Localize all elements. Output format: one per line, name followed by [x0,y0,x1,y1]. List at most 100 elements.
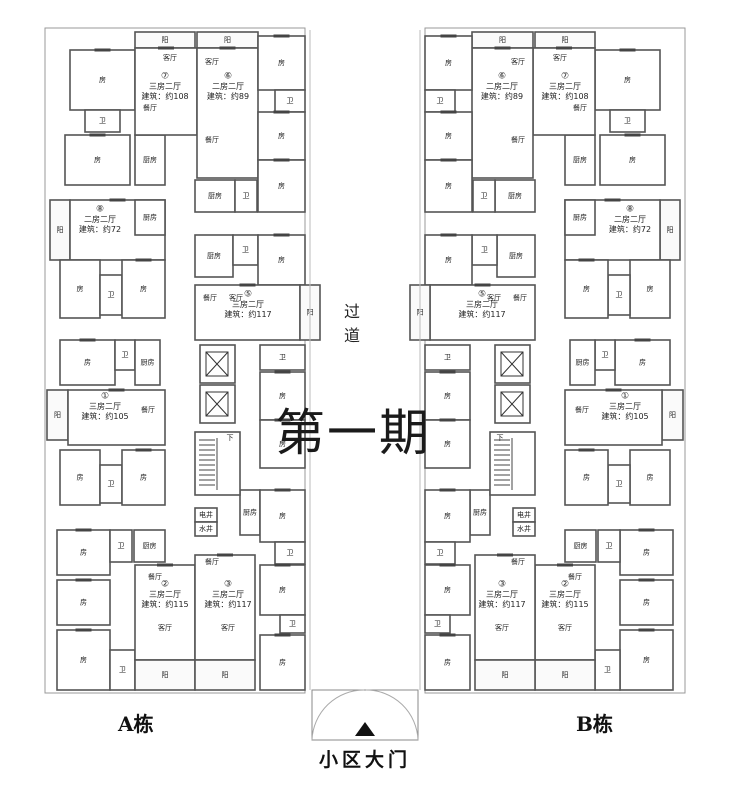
window [274,488,291,492]
kitchen-label: 厨房 [243,508,257,517]
kitchen-label: 厨房 [576,358,590,367]
window [274,633,291,637]
room-label: 房 [444,439,451,448]
room-room [56,629,111,691]
living-label: 客厅 [229,293,243,302]
window [440,233,457,237]
balcony-label: 阳 [162,35,169,44]
room-room [121,259,166,319]
bath-room [109,529,133,563]
kitchen-room [564,134,596,186]
unit-type: 二房二厅 [84,214,116,224]
balcony-label: 阳 [667,225,674,234]
window [274,418,291,422]
unit-area: 建筑：约117 [224,309,271,319]
room-room [64,134,131,186]
room-label: 房 [77,473,84,482]
living-room [194,554,256,661]
window [108,388,125,392]
room-room [629,259,671,319]
room-label: 房 [279,439,286,448]
dining-label: 餐厅 [575,405,589,414]
room-label: 房 [444,658,451,667]
bath-label: 卫 [616,480,623,488]
elevator-car-icon [205,391,229,417]
room-label: 房 [643,598,650,607]
window [494,46,511,50]
window [274,563,291,567]
room-room [564,449,609,506]
living-label: 客厅 [511,57,525,66]
bath-label: 卫 [481,192,488,200]
water-shaft-label: 水井 [199,524,213,533]
dining-label: 餐厅 [143,103,157,112]
unit-area: 建筑：约117 [204,599,251,609]
balcony-label: 阳 [502,670,509,679]
balcony-label: 阳 [562,35,569,44]
bath-label: 卫 [437,549,444,557]
room-room [424,489,471,543]
living-room [532,47,596,136]
room-room [59,449,101,506]
kitchen-label: 厨房 [143,541,157,550]
room-room [59,339,116,386]
window [605,388,622,392]
bath-label: 卫 [242,246,249,254]
room-room [424,564,471,616]
room-label: 房 [279,511,286,520]
phase-title: 第一期 [275,404,431,462]
window [497,553,513,557]
window [638,628,655,632]
unit-number: ① [621,392,629,402]
room-label: 房 [77,284,84,293]
bath-room [259,344,306,371]
kitchen-label: 厨房 [574,541,588,550]
window [157,563,173,567]
balcony-label: 阳 [162,670,169,679]
kitchen-room [564,199,596,236]
window [135,258,152,262]
window [624,133,641,137]
unit-type: 三房二厅 [149,81,181,91]
unit-area: 建筑：约108 [541,91,588,101]
room-room [424,634,471,691]
room-label: 房 [278,181,285,190]
unit-number: ② [561,580,569,590]
elevator-car-icon [500,391,524,417]
unit-room [194,284,301,341]
building-b-label: B栋 [576,712,613,736]
dining-label: 餐厅 [205,135,219,144]
bath-room [424,614,451,634]
bath-room [279,614,306,634]
bath-label: 卫 [444,354,451,362]
window [556,46,572,50]
window [634,338,651,342]
unit-number: ⑤ [478,290,486,300]
window [217,553,233,557]
room-label: 房 [80,598,87,607]
bath-room [609,109,646,133]
window [474,283,491,287]
room-room [259,489,306,543]
unit-area: 建筑：约115 [141,599,188,609]
unit-type: 三房二厅 [549,81,581,91]
window [638,528,655,532]
kitchen-label: 厨房 [473,508,487,517]
room-room [619,529,674,576]
kitchen-label: 厨房 [508,191,522,200]
unit-number: ⑧ [626,205,634,215]
window [273,34,290,38]
window [557,563,573,567]
unit-type: 三房二厅 [89,401,121,411]
unit-type: 三房二厅 [149,589,181,599]
room-label: 房 [444,511,451,520]
balcony-label: 阳 [224,35,231,44]
window [219,46,236,50]
room-label: 房 [647,473,654,482]
unit-area: 建筑：约72 [609,224,651,234]
room-room [614,339,671,386]
entrance-arrow-icon [355,722,375,736]
kitchen-label: 厨房 [141,358,155,367]
room-label: 房 [643,548,650,557]
